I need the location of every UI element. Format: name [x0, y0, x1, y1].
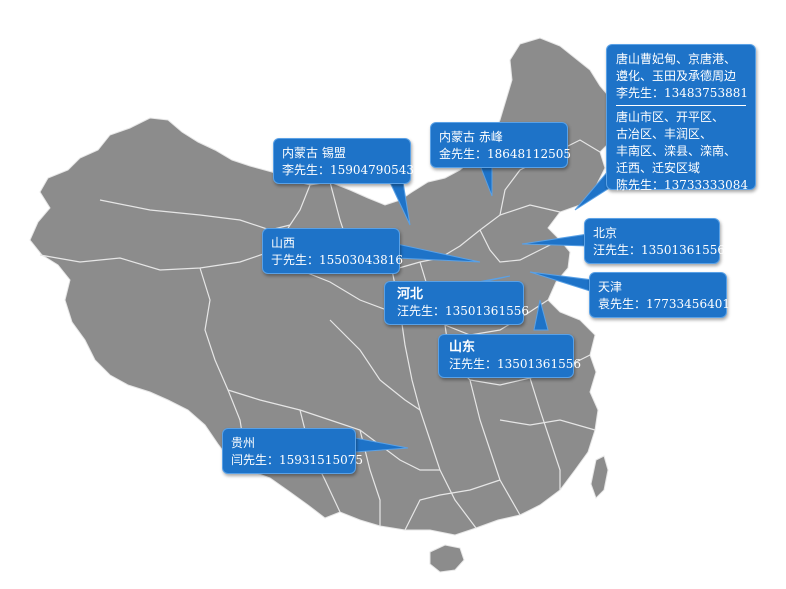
contact-label: 汪先生：13501361556 [397, 304, 529, 318]
contact-label: 李先生：15904790543 [282, 163, 414, 177]
callout-shanxi[interactable]: 山西 于先生：15503043816 [262, 228, 403, 274]
tangshan-area-line: 迁西、迁安区域 [616, 161, 701, 175]
callout-beijing[interactable]: 北京 汪先生：13501361556 [584, 218, 725, 264]
region-label: 山东 [449, 340, 476, 355]
tangshan-divider [616, 105, 746, 106]
contact-label: 汪先生：13501361556 [449, 357, 581, 371]
callout-hebei[interactable]: 河北 汪先生：13501361556 [384, 281, 529, 325]
region-label: 河北 [397, 287, 424, 302]
contact-label: 袁先生：17733456401 [598, 297, 730, 311]
region-label: 内蒙古 赤峰 [439, 130, 503, 144]
region-label: 贵州 [231, 436, 256, 450]
tangshan-contact: 李先生：13483753881 [616, 86, 748, 100]
contact-label: 金先生：18648112505 [439, 147, 571, 161]
contact-label: 汪先生：13501361556 [593, 243, 725, 257]
callout-tangshan[interactable]: 唐山曹妃甸、京唐港、 遵化、玉田及承德周边 李先生：13483753881 唐山… [606, 44, 756, 192]
tangshan-area-line: 唐山曹妃甸、京唐港、 [616, 52, 737, 66]
contact-label: 闫先生：15931515075 [231, 453, 363, 467]
region-label: 山西 [271, 236, 296, 250]
tangshan-area-line: 古冶区、丰润区、 [616, 127, 713, 141]
callout-neimenggu-xilinmeng[interactable]: 内蒙古 锡盟 李先生：15904790543 [273, 138, 414, 184]
callout-neimenggu-chifeng[interactable]: 内蒙古 赤峰 金先生：18648112505 [430, 122, 571, 168]
contact-label: 于先生：15503043816 [271, 253, 403, 267]
tangshan-area-line: 唐山市区、开平区、 [616, 110, 725, 124]
callout-guizhou[interactable]: 贵州 闫先生：15931515075 [222, 428, 363, 474]
callout-shandong[interactable]: 山东 汪先生：13501361556 [438, 334, 581, 378]
taiwan-island [590, 455, 609, 499]
callout-tianjin[interactable]: 天津 袁先生：17733456401 [589, 272, 730, 318]
region-label: 内蒙古 锡盟 [282, 146, 346, 160]
tangshan-contact: 陈先生：13733333084 [616, 178, 748, 192]
tangshan-area-line: 丰南区、滦县、滦南、 [616, 144, 737, 158]
hainan-island [429, 544, 465, 573]
tangshan-area-line: 遵化、玉田及承德周边 [616, 69, 737, 83]
region-label: 天津 [598, 280, 623, 294]
region-label: 北京 [593, 226, 618, 240]
